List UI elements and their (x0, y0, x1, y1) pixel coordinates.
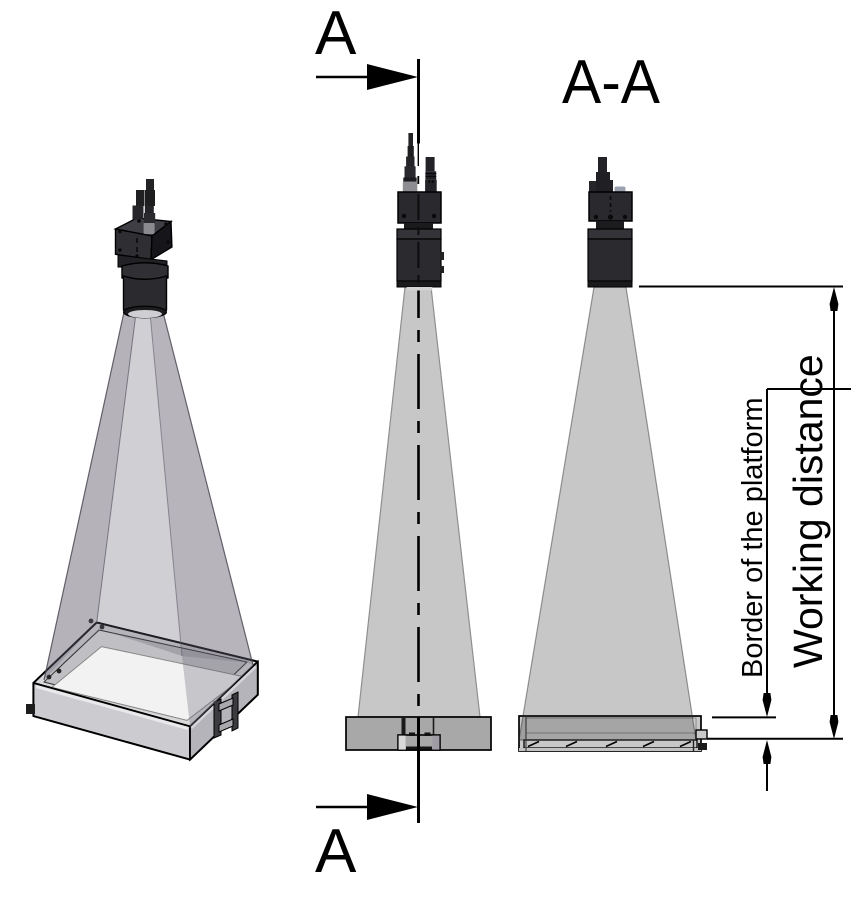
svg-text:A: A (315, 0, 357, 68)
svg-text:Working distance: Working distance (785, 354, 831, 668)
svg-text:A: A (315, 817, 357, 886)
svg-text:Border of the platform: Border of the platform (737, 398, 769, 678)
svg-text:A-A: A-A (562, 48, 661, 117)
